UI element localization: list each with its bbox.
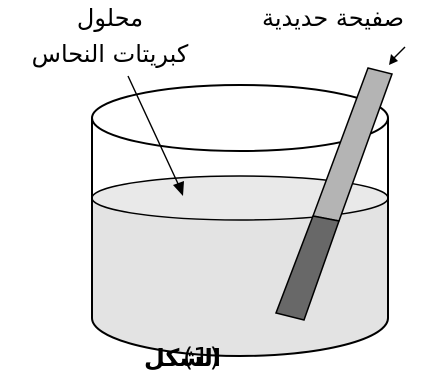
beaker-bottom bbox=[91, 317, 389, 357]
plate-pointer-line bbox=[393, 46, 406, 59]
solution-label-line2: كبريتات النحاس bbox=[32, 40, 189, 68]
solution-pointer-line bbox=[127, 75, 181, 189]
beaker-rim bbox=[91, 84, 389, 152]
solution-label-line1: محلول bbox=[77, 4, 143, 32]
figure-caption-word: الشكل bbox=[144, 344, 221, 372]
solution-pointer-arrowhead bbox=[173, 181, 184, 196]
plate-label: صفيحة حديدية bbox=[262, 4, 404, 32]
iron-plate-submerged bbox=[274, 215, 340, 321]
solution-body bbox=[92, 198, 388, 356]
plate-pointer-arrowhead bbox=[389, 54, 398, 65]
figure-caption-number: (1) bbox=[183, 343, 220, 373]
